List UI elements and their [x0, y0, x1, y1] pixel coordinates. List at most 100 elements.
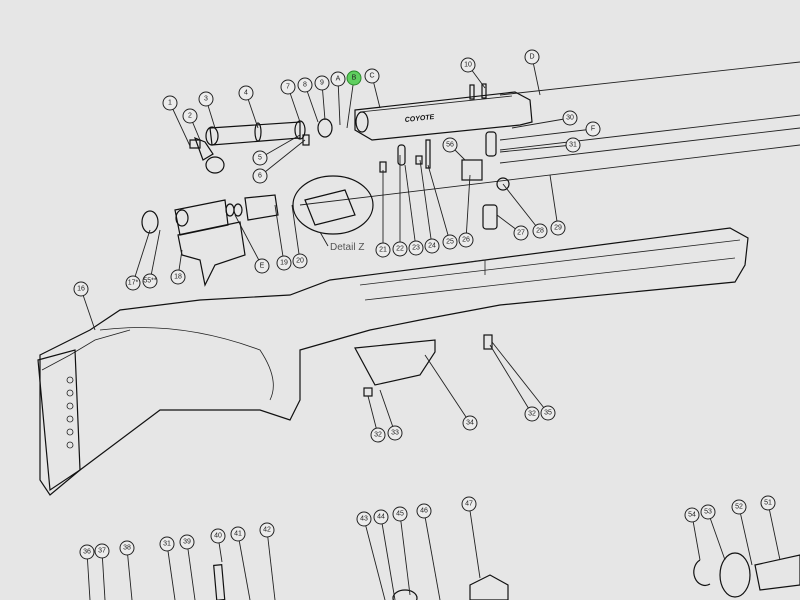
- callout-label: 44: [377, 514, 385, 521]
- callout-label: 39: [183, 539, 191, 546]
- callout-label: 35: [544, 410, 552, 417]
- callout-bubble: [230, 526, 246, 542]
- leader-line: [346, 77, 355, 129]
- stock: [37, 227, 749, 496]
- callout-51: 51: [760, 495, 781, 561]
- callout-bubble: [513, 225, 529, 241]
- callout-bubble: [370, 427, 386, 443]
- callout-label: 53: [704, 509, 712, 516]
- callout-bubble: [276, 255, 292, 271]
- callout-label: 5: [258, 155, 262, 162]
- callout-43: 43: [356, 511, 386, 600]
- leader-line: [707, 511, 726, 561]
- leader-line: [166, 543, 176, 600]
- callout-bubble: [73, 281, 89, 297]
- callout-bubble: [550, 220, 566, 236]
- callout-label: 40: [214, 533, 222, 540]
- callout-bubble: [562, 110, 578, 126]
- callout-label: 42: [263, 527, 271, 534]
- callout-16: 16: [73, 281, 96, 331]
- callout-B: B: [346, 70, 362, 129]
- callout-label: 30: [566, 115, 574, 122]
- callout-label: 32: [374, 432, 382, 439]
- callout-6: 6: [252, 139, 306, 184]
- callout-41: 41: [230, 526, 251, 600]
- callout-24: 24: [419, 159, 440, 254]
- leader-line: [738, 506, 753, 566]
- callout-9: 9: [314, 75, 330, 121]
- callout-18: 18: [170, 249, 186, 285]
- callout-label: 18: [174, 274, 182, 281]
- leader-line: [186, 541, 196, 600]
- callout-34: 34: [424, 354, 478, 431]
- callout-label: F: [591, 126, 595, 133]
- callout-label: 31: [163, 541, 171, 548]
- callout-52: 52: [731, 499, 753, 566]
- callout-bubble: [524, 406, 540, 422]
- leader-line: [767, 502, 781, 561]
- callout-F: F: [499, 121, 601, 141]
- callout-bubble: [79, 544, 95, 560]
- callout-47: 47: [461, 496, 481, 579]
- leader-line: [101, 550, 106, 600]
- callout-label: 23: [412, 245, 420, 252]
- leader-line: [502, 183, 541, 232]
- callout-32: 32: [367, 395, 386, 443]
- callout-bubble: [119, 540, 135, 556]
- callout-10: 10: [460, 57, 486, 89]
- callout-E: E: [234, 214, 270, 274]
- callout-label: 19: [280, 260, 288, 267]
- callout-20: 20: [291, 204, 308, 269]
- callout-label: 25: [446, 239, 454, 246]
- callout-label: 29: [554, 225, 562, 232]
- leader-line: [86, 551, 91, 600]
- callout-31: 31: [159, 536, 176, 600]
- lower-parts: [213, 552, 800, 600]
- leader-line: [499, 144, 574, 153]
- callout-bubble: [373, 509, 389, 525]
- callout-label: 21: [379, 247, 387, 254]
- callout-label: 32: [528, 411, 536, 418]
- leader-line: [419, 159, 433, 247]
- leader-line: [259, 134, 301, 159]
- callout-bubble: [392, 241, 408, 257]
- callout-label: 6: [258, 173, 262, 180]
- callout-label: 26: [462, 237, 470, 244]
- callout-label: 56: [446, 142, 454, 149]
- callout-label: 33: [391, 430, 399, 437]
- callout-17star: 17*: [125, 229, 151, 291]
- callout-label: A: [336, 76, 341, 83]
- buttpad-holes: [66, 376, 74, 449]
- callout-bubble: [198, 91, 214, 107]
- callout-label: 41: [234, 531, 242, 538]
- callout-bubble: [314, 75, 330, 91]
- callout-28: 28: [502, 183, 548, 239]
- leader-line: [691, 514, 701, 561]
- callout-label: 22: [396, 246, 404, 253]
- callout-label: 27: [517, 230, 525, 237]
- callout-bubble: [731, 499, 747, 515]
- callout-bubble: [460, 57, 476, 73]
- leader-line: [149, 229, 161, 282]
- leader-line: [291, 204, 301, 262]
- callout-label: 17*: [128, 280, 139, 287]
- leader-line: [423, 510, 441, 600]
- callout-55starstar: 55**: [142, 229, 161, 289]
- callout-56: 56: [442, 137, 466, 161]
- leader-line: [499, 128, 594, 141]
- callout-label: 36: [83, 549, 91, 556]
- callout-bubble: [142, 273, 158, 289]
- callout-label: 51: [764, 500, 772, 507]
- callout-label: 1: [168, 100, 172, 107]
- callout-bubble: [524, 49, 540, 65]
- leader-line: [132, 229, 151, 284]
- callout-bubble: [461, 496, 477, 512]
- leader-line: [427, 164, 451, 243]
- callout-label: 4: [244, 90, 248, 97]
- callout-bubble: [297, 77, 313, 93]
- callout-label: 24: [428, 243, 436, 250]
- callout-7: 7: [280, 79, 301, 123]
- callout-8: 8: [297, 77, 319, 123]
- leader-line: [399, 513, 411, 596]
- callout-37: 37: [94, 543, 110, 600]
